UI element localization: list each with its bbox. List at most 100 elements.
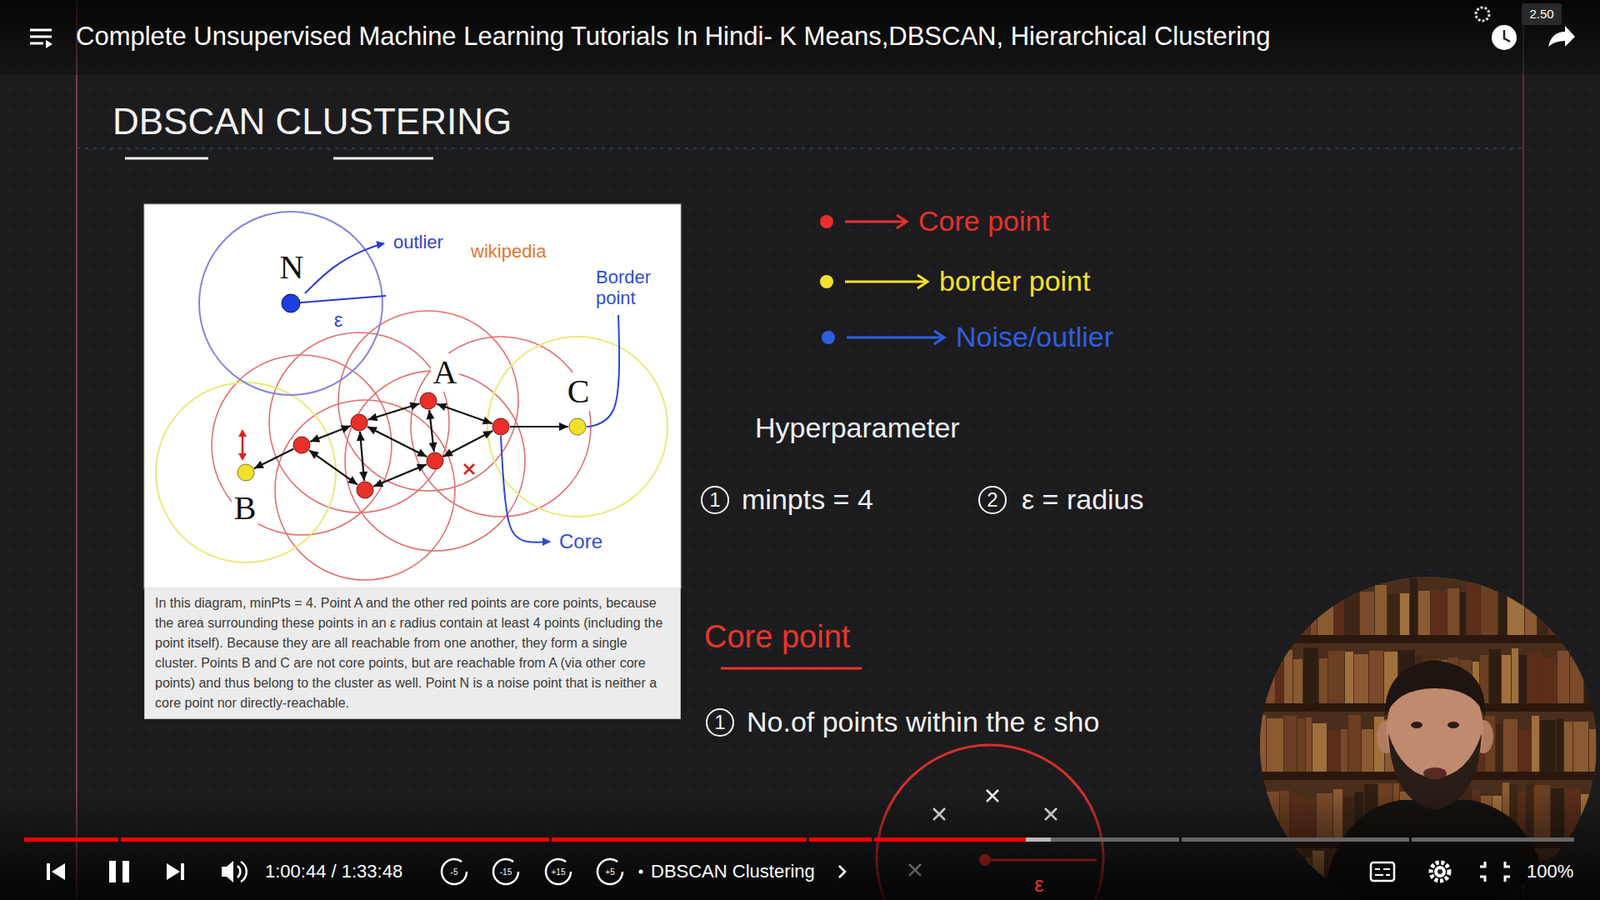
arrow-head: [347, 475, 358, 485]
book-spine: [1460, 592, 1466, 635]
top-bar: [0, 0, 1600, 75]
book-spine: [1261, 646, 1275, 704]
book-spine: [1565, 579, 1579, 635]
settings-icon: [1437, 869, 1443, 875]
note-text: ε = radius: [1021, 483, 1145, 516]
point-label: N: [277, 248, 307, 287]
zoom-level: 100%: [1526, 860, 1574, 882]
book-spine: [1430, 590, 1447, 635]
book-spine: [1537, 593, 1548, 635]
player-shade: [0, 791, 1600, 900]
progress-rest: [1411, 837, 1575, 842]
core-point: [350, 414, 368, 431]
book-spine: [1317, 590, 1334, 635]
annotation: outlier: [390, 231, 446, 253]
annotation: Border point: [593, 266, 679, 310]
margin-line: [75, 0, 78, 900]
arrow-head: [238, 429, 247, 437]
book-spine: [1266, 718, 1284, 772]
arrow-head: [309, 450, 320, 459]
section-heading: Core point: [704, 619, 850, 656]
book-spine: [1270, 586, 1288, 635]
playlist-icon: [30, 30, 52, 44]
mouth: [1423, 767, 1447, 780]
eps-circle: [410, 336, 591, 517]
seek-icon: [597, 859, 623, 885]
legend-arrow: [845, 280, 928, 284]
legend-arrow: [845, 220, 907, 224]
board-title: DBSCAN CLUSTERING: [112, 100, 512, 144]
arrow-head: [429, 442, 438, 452]
captions-icon: [1375, 869, 1390, 875]
arrow-head: [482, 430, 493, 440]
settings-icon: [1434, 865, 1446, 878]
book-spine: [1507, 590, 1525, 635]
book-spine: [1319, 658, 1328, 704]
arrow-head: [238, 453, 247, 461]
book-spine: [1598, 661, 1600, 704]
book-spine: [1284, 715, 1297, 772]
note-text: No.of points within the ε sho: [746, 705, 1100, 739]
annotation: Core: [556, 530, 605, 554]
seek-amount: -5: [450, 867, 459, 878]
book-spine: [1310, 579, 1317, 635]
book-spine: [1345, 651, 1354, 704]
legend-swatch: [821, 330, 835, 345]
volume-icon: [237, 861, 247, 882]
prev-icon: [51, 863, 65, 880]
wiki-caption: In this diagram, minPts = 4. Point A and…: [144, 588, 681, 720]
seek-icon: [545, 859, 571, 885]
eps-circle: [269, 332, 450, 513]
legend-arrow: [934, 330, 945, 345]
settings-icon: [1430, 862, 1450, 881]
core-point: [356, 481, 374, 499]
chapter-title: DBSCAN Clustering: [650, 860, 815, 882]
book-spine: [1305, 717, 1312, 772]
core-point: [426, 452, 444, 470]
eps-circle: [155, 382, 336, 563]
book-spine: [1275, 660, 1284, 704]
playlist-icon: [45, 40, 53, 49]
book-spine: [1534, 650, 1541, 704]
book-spine: [1340, 729, 1348, 772]
legend-arrow: [917, 275, 928, 289]
book-spine: [1334, 580, 1344, 635]
section-heading: Hyperparameter: [755, 411, 960, 445]
core-point: [293, 436, 310, 454]
book-spine: [1519, 655, 1527, 704]
title-underline: [125, 157, 209, 160]
book-spine: [1498, 578, 1507, 635]
core-point: [420, 392, 437, 410]
arrow-head: [254, 460, 265, 469]
progress-played: [874, 837, 1026, 842]
seek-icon: [493, 859, 519, 885]
book-spine: [1312, 723, 1327, 772]
book-spine: [1501, 655, 1511, 704]
reach-arrow: [310, 425, 351, 442]
book-spine: [1293, 659, 1303, 704]
pause-icon: [122, 860, 130, 883]
seek-amount: +5: [605, 867, 615, 878]
eye: [1447, 721, 1460, 729]
arrow-head: [559, 422, 569, 431]
book-spine: [1495, 723, 1503, 772]
book-spine: [1303, 647, 1319, 704]
arrow-head: [425, 410, 435, 420]
red-mark: [464, 464, 475, 475]
arrow-head: [367, 413, 378, 422]
book-spine: [1410, 578, 1418, 635]
book-spine: [1564, 721, 1573, 772]
book-spine: [1327, 730, 1340, 772]
video-title: Complete Unsupervised Machine Learning T…: [75, 21, 1271, 52]
arrow-head: [375, 240, 385, 250]
book-spine: [1584, 651, 1598, 704]
book-spine: [1360, 591, 1375, 635]
book-spine: [1369, 650, 1384, 704]
arrow-head: [367, 426, 378, 435]
book-spine: [1548, 585, 1565, 635]
pause-icon: [109, 860, 116, 883]
arrow-head: [416, 449, 427, 457]
progress-rest: [1050, 837, 1180, 842]
point-label: A: [430, 353, 460, 392]
book-spine: [1480, 577, 1498, 635]
